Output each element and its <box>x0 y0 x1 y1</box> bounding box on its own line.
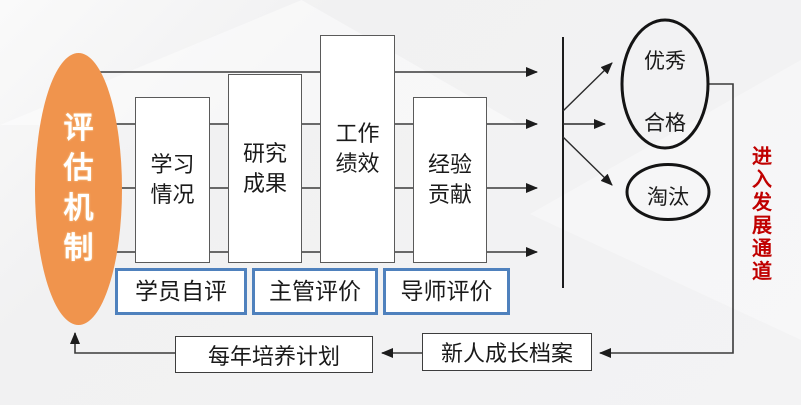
evaluator-box-mentor: 导师评价 <box>383 268 510 315</box>
feedback-connector <box>599 83 734 358</box>
outcome-fan-arrows <box>562 62 613 186</box>
outcome-ellipse-eliminated <box>625 163 711 221</box>
criteria-box-research: 研究 成果 <box>228 74 302 263</box>
outcome-ellipse-pass <box>620 18 710 150</box>
criteria-box-performance: 工作 绩效 <box>320 35 395 263</box>
evaluator-box-supervisor: 主管评价 <box>252 268 378 315</box>
evaluation-mechanism-ellipse: 评 估 机 制 <box>35 53 122 325</box>
evaluator-box-self: 学员自评 <box>115 268 247 315</box>
outcome-label-qualified: 合格 <box>644 112 686 135</box>
growth-file-box: 新人成长档案 <box>422 333 592 371</box>
outcome-label-eliminated: 淘汰 <box>647 186 689 209</box>
plan-to-mechanism-arrow <box>70 332 175 354</box>
development-channel-label: 进 入 发 展 通 道 <box>752 146 772 283</box>
criteria-box-study: 学习 情况 <box>135 97 210 263</box>
annual-plan-box: 每年培养计划 <box>175 336 373 373</box>
outcome-label-excellent: 优秀 <box>644 50 686 73</box>
criteria-box-experience: 经验 贡献 <box>413 97 487 263</box>
